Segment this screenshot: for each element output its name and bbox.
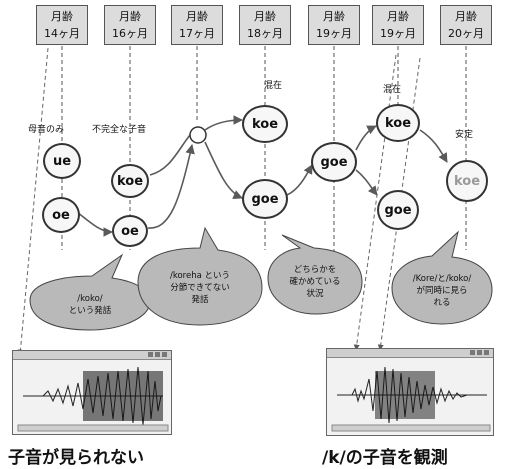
bubble-shape-2 (137, 226, 263, 326)
arrow-oe-mid (147, 144, 195, 229)
node-goe-18: goe (242, 179, 288, 219)
bubble-shape-3 (267, 234, 363, 315)
age-box-20: 月齢 20ヶ月 (440, 5, 492, 45)
arrow-koe-mid (149, 134, 191, 176)
node-ue: ue (43, 143, 81, 179)
age-value: 19ヶ月 (316, 27, 352, 40)
left-waveform-screenshot (12, 350, 172, 435)
age-box-17: 月齢 17ヶ月 (171, 5, 223, 45)
right-waveform (331, 366, 491, 432)
arrow-mid-koe (204, 115, 243, 131)
age-box-18: 月齢 18ヶ月 (239, 5, 291, 45)
arrow-koe-koe (419, 129, 448, 163)
window-titlebar (13, 351, 171, 360)
label-mixed-18: 混在 (264, 81, 283, 91)
node-koe-18: koe (242, 105, 288, 143)
node-koe-20: koe (446, 160, 488, 202)
bubble-koreha: /koreha という 分節できてない 発話 (169, 270, 231, 305)
bubble-shape-4 (391, 230, 493, 325)
age-box-19b: 月齢 19ヶ月 (372, 5, 424, 45)
age-box-14: 月齢 14ヶ月 (36, 5, 88, 45)
age-label: 月齢 (186, 10, 208, 23)
age-value: 16ヶ月 (112, 27, 148, 40)
age-value: 18ヶ月 (247, 27, 283, 40)
dash-to-left-screenshot (17, 47, 49, 356)
node-koe-16: koe (111, 164, 149, 198)
bubble-koko: /koko/ という発話 (68, 294, 112, 316)
bubble-kore-koko: /Kore/と/koko/ が同時に見ら れる (412, 274, 472, 308)
arrow-goe-goe (286, 164, 313, 196)
age-value: 17ヶ月 (179, 27, 215, 40)
dash-to-right-screenshot-a (353, 54, 397, 351)
caption-k-consonant-observed: /k/の子音を観測 (322, 448, 448, 468)
age-value: 20ヶ月 (448, 27, 484, 40)
label-stable: 安定 (455, 130, 474, 140)
right-waveform-screenshot (326, 348, 494, 436)
label-vowel-only: 母音のみ (28, 125, 65, 135)
node-17-empty (189, 126, 207, 144)
age-value: 19ヶ月 (380, 27, 416, 40)
age-label: 月齢 (455, 10, 477, 23)
age-label: 月齢 (51, 10, 73, 23)
label-incomplete-consonant: 不完全な子音 (92, 125, 147, 135)
arrow-goe-goe2 (355, 169, 378, 196)
left-waveform (17, 366, 169, 432)
node-goe-19b: goe (377, 190, 419, 230)
node-goe-19: goe (311, 142, 357, 182)
arrow-mid-goe (204, 141, 243, 200)
age-label: 月齢 (254, 10, 276, 23)
arrow-goe-koe (355, 125, 377, 151)
age-value: 14ヶ月 (44, 27, 80, 40)
node-oe-16: oe (112, 215, 148, 247)
window-titlebar (327, 349, 493, 358)
caption-no-consonant: 子音が見られない (8, 448, 144, 468)
age-label: 月齢 (387, 10, 409, 23)
age-box-19a: 月齢 19ヶ月 (308, 5, 360, 45)
age-label: 月齢 (119, 10, 141, 23)
label-mixed-19: 混在 (383, 85, 402, 95)
node-oe-14: oe (42, 197, 80, 233)
age-box-16: 月齢 16ヶ月 (104, 5, 156, 45)
bubble-checking: どちらかを 確かめている 状況 (289, 265, 341, 299)
node-koe-19: koe (376, 104, 420, 142)
age-label: 月齢 (323, 10, 345, 23)
